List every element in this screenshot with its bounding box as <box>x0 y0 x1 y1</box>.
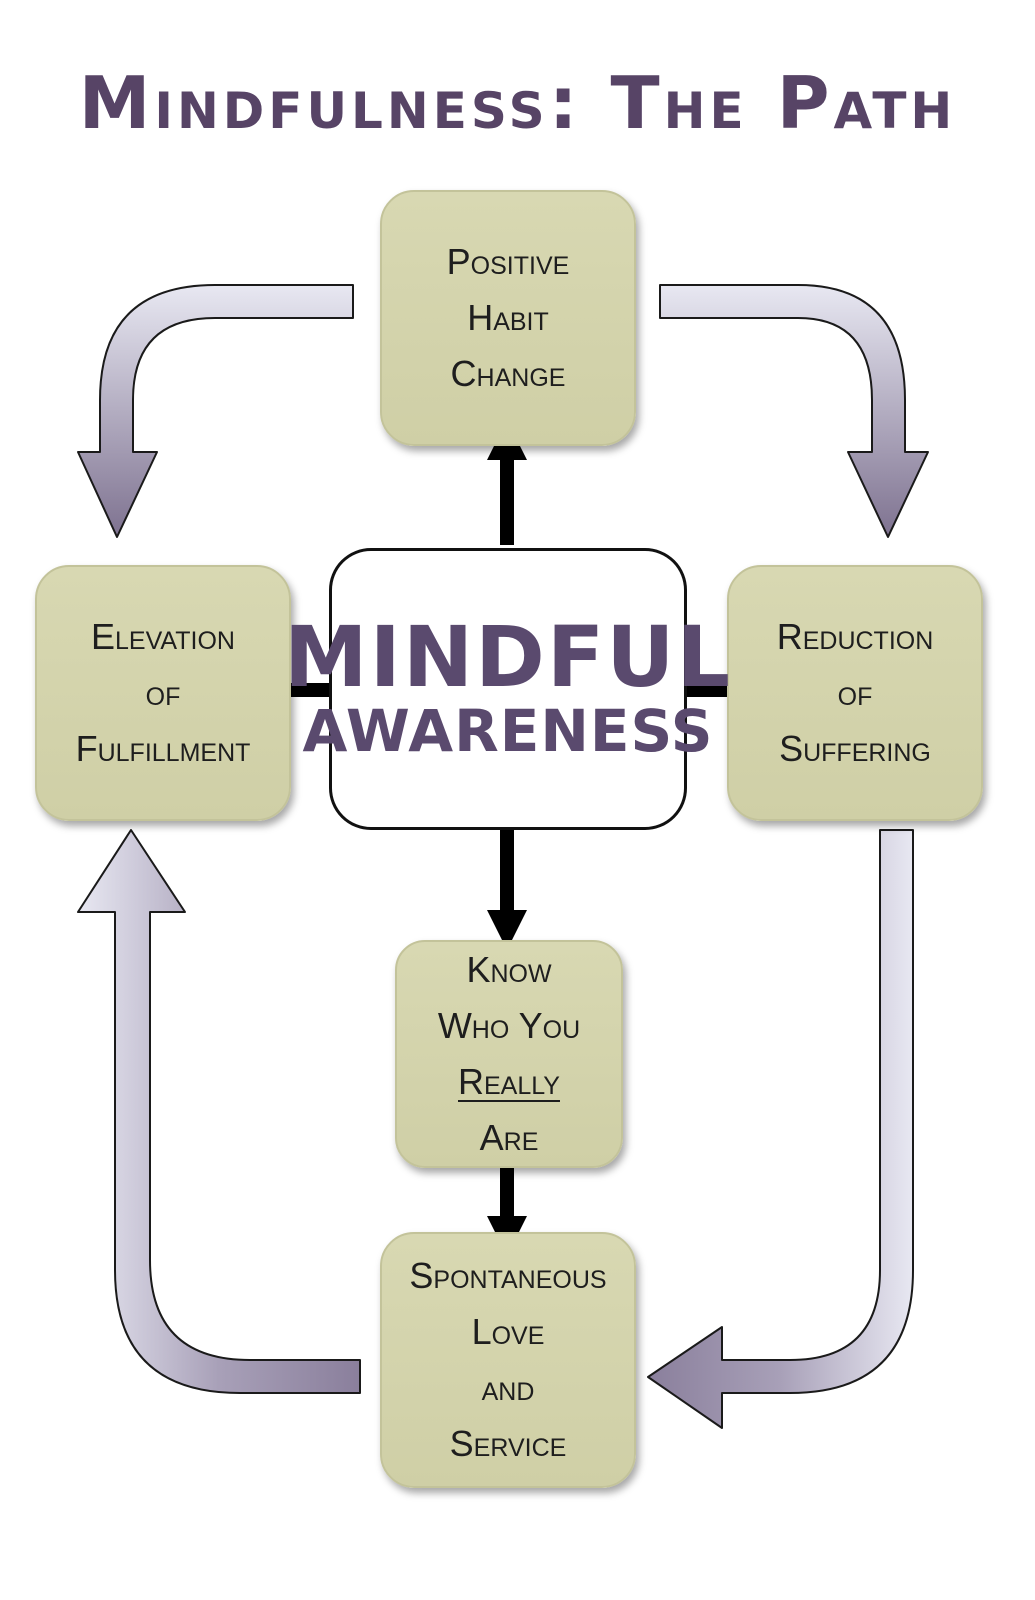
center-text-mindful: MINDFUL <box>284 608 732 706</box>
node-text-line: Positive <box>446 241 570 282</box>
node-text-line: Suffering <box>779 728 931 769</box>
node-text-line: of <box>145 672 181 713</box>
node-text-line: Reduction <box>776 616 934 657</box>
center-text-awareness: AWARENESS <box>302 697 714 765</box>
node-text-line: Love <box>471 1311 545 1352</box>
node-text-line: and <box>481 1367 535 1408</box>
node-text-line: Are <box>479 1117 539 1158</box>
node-text-line: Who You <box>437 1005 581 1046</box>
node-spontaneous-love-and-service: Spontaneous Love and Service <box>380 1232 636 1488</box>
node-text-line: Know <box>466 949 552 990</box>
node-positive-habit-change: Positive Habit Change <box>380 190 636 446</box>
cycle-arrow-right-bottom <box>647 829 914 1429</box>
cycle-arrow-top-left <box>77 284 354 538</box>
node-text-line: Fulfillment <box>75 728 251 769</box>
node-reduction-of-suffering: Reduction of Suffering <box>727 565 983 821</box>
node-text-line: Elevation <box>91 616 235 657</box>
center-node-mindful-awareness: MINDFUL AWARENESS <box>284 548 730 830</box>
node-elevation-of-fulfillment: Elevation of Fulfillment <box>35 565 291 821</box>
arrow-center-to-middle <box>487 830 527 950</box>
node-text-line: Service <box>449 1423 567 1464</box>
page-title: Mindfulness: The Path <box>78 61 957 145</box>
node-text-line-underlined: Really <box>458 1061 560 1102</box>
node-text-line: Habit <box>467 297 549 338</box>
node-text-line: Change <box>450 353 566 394</box>
node-text-line: Spontaneous <box>409 1255 607 1296</box>
node-text-line: of <box>837 672 873 713</box>
cycle-arrow-bottom-left <box>77 829 361 1394</box>
node-know-who-you-really-are: Know Who You Really Are <box>395 940 623 1168</box>
cycle-arrow-top-right <box>659 284 929 538</box>
